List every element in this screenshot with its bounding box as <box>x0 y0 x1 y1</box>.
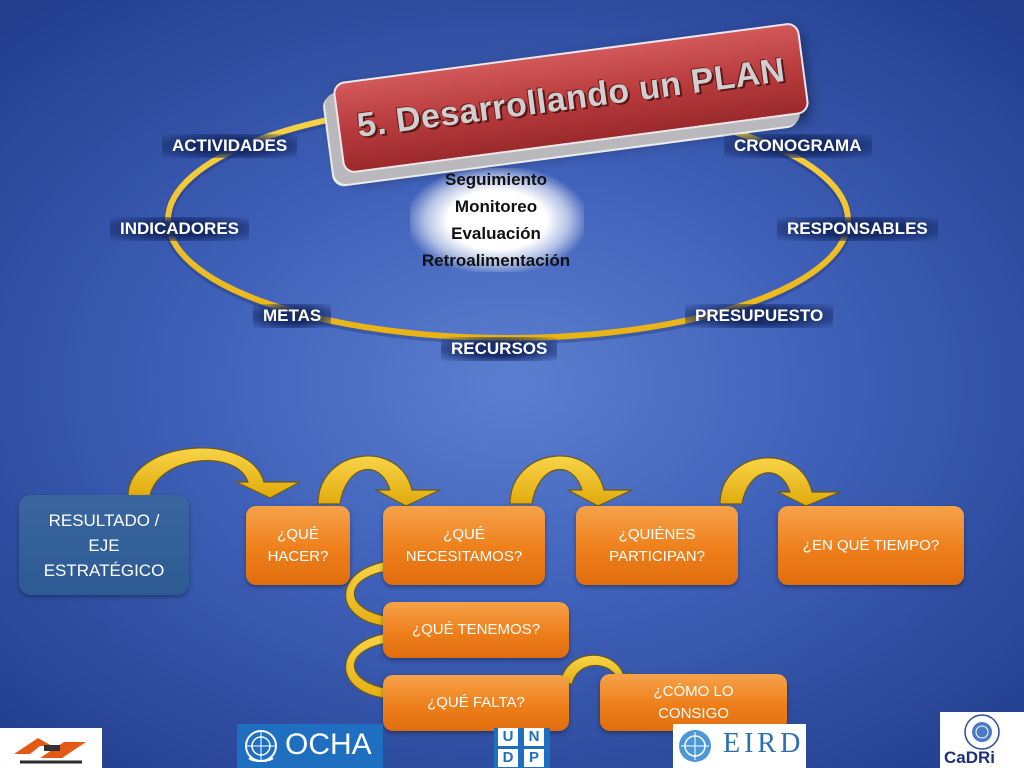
label-responsables: RESPONSABLES <box>777 217 938 241</box>
cadri-emblem-icon <box>964 714 1000 750</box>
arrow-4 <box>719 457 841 507</box>
center-monitoreo: Monitoreo <box>454 197 538 216</box>
que-tenemos-label: ¿QUÉ TENEMOS? <box>411 621 541 638</box>
eird-logo: EIRD <box>673 724 806 768</box>
como-lo-consigo-label: ¿CÓMO LO CONSIGO <box>653 682 734 722</box>
ocha-label: OCHA <box>285 728 372 761</box>
que-tenemos-box: ¿QUÉ TENEMOS? <box>383 602 569 658</box>
ocha-logo: OCHA <box>237 724 383 768</box>
undp-u: U <box>498 728 518 746</box>
que-necesitamos-box: ¿QUÉ NECESITAMOS? <box>383 506 545 585</box>
label-actividades: ACTIVIDADES <box>162 134 298 158</box>
en-que-tiempo-box: ¿EN QUÉ TIEMPO? <box>778 506 964 585</box>
un-emblem-icon <box>679 730 711 762</box>
cdn-logo-icon <box>14 738 86 764</box>
arrow-2 <box>317 455 441 507</box>
undp-n: N <box>524 728 544 746</box>
quienes-participan-box: ¿QUIÉNES PARTICIPAN? <box>576 506 738 585</box>
label-presupuesto: PRESUPUESTO <box>685 304 834 328</box>
en-que-tiempo-label: ¿EN QUÉ TIEMPO? <box>802 536 940 554</box>
label-cronograma: CRONOGRAMA <box>724 134 872 158</box>
undp-p: P <box>524 749 544 767</box>
arrow-1 <box>127 447 301 499</box>
que-hacer-label: ¿QUÉ HACER? <box>267 525 329 565</box>
undp-logo: U N D P <box>494 728 550 768</box>
center-retroalimentacion: Retroalimentación <box>421 251 571 270</box>
center-seguimiento: Seguimiento <box>444 170 547 189</box>
label-indicadores: INDICADORES <box>110 217 250 241</box>
que-hacer-box: ¿QUÉ HACER? <box>246 506 350 585</box>
cadri-logo: CaDRi <box>940 712 1024 768</box>
que-falta-label: ¿QUÉ FALTA? <box>427 694 525 711</box>
cycle-center: Seguimiento Monitoreo Evaluación Retroal… <box>396 166 596 274</box>
center-glow <box>410 168 584 272</box>
resultado-eje-box: RESULTADO / EJE ESTRATÉGICO <box>19 495 189 595</box>
resultado-eje-label: RESULTADO / EJE ESTRATÉGICO <box>43 510 165 580</box>
quienes-participan-label: ¿QUIÉNES PARTICIPAN? <box>609 525 705 565</box>
center-evaluacion: Evaluación <box>451 224 541 243</box>
que-falta-box: ¿QUÉ FALTA? <box>383 675 569 731</box>
label-metas: METAS <box>253 304 332 328</box>
cdn-logo <box>0 728 102 768</box>
undp-d: D <box>498 749 518 767</box>
eird-label: EIRD <box>723 728 805 759</box>
que-necesitamos-label: ¿QUÉ NECESITAMOS? <box>405 525 523 565</box>
como-lo-consigo-box: ¿CÓMO LO CONSIGO <box>600 674 787 731</box>
un-emblem-icon <box>245 730 277 762</box>
arrow-3 <box>509 455 633 507</box>
cadri-label: CaDRi <box>944 748 996 767</box>
label-recursos: RECURSOS <box>441 337 558 361</box>
